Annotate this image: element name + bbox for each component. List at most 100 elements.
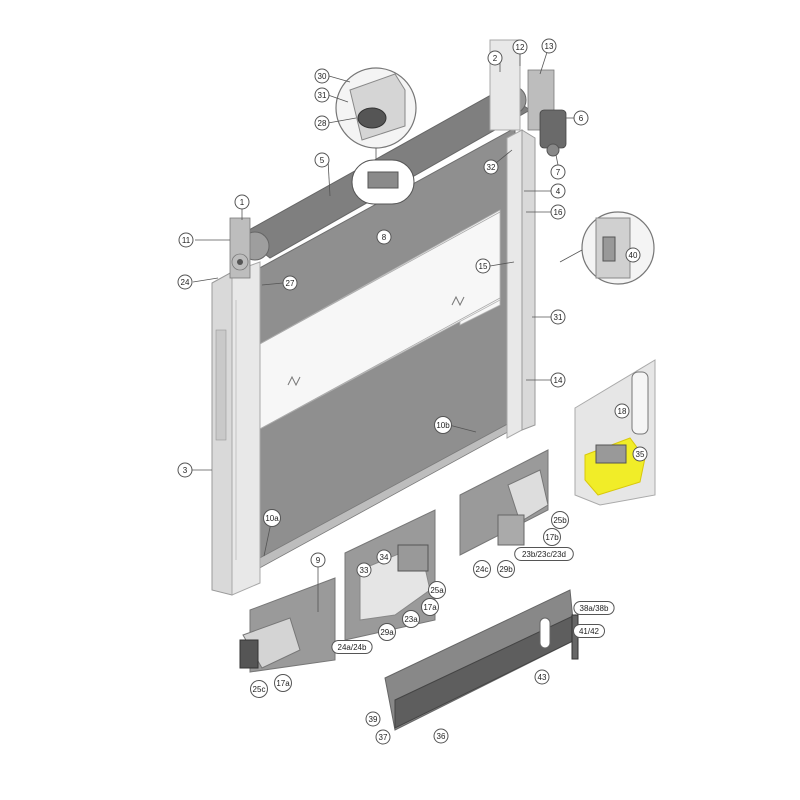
bottom-bar-assembly-mid	[344, 509, 436, 641]
callout-bubble	[314, 152, 330, 168]
callout-c14: 14	[550, 372, 566, 388]
callout-bubble	[573, 601, 615, 615]
callout-text: 1	[240, 198, 245, 207]
callout-c40: 40	[625, 247, 641, 263]
callout-bubble	[573, 110, 589, 126]
callout-text: 38a/38b	[580, 604, 609, 613]
callout-c5: 5	[314, 152, 330, 168]
callout-text: 23a	[404, 615, 418, 624]
callout-c37: 37	[375, 729, 391, 745]
bottom-bar-assembly-right	[459, 449, 549, 556]
callout-bubble	[550, 309, 566, 325]
bottom-seal-assembly	[384, 589, 579, 731]
door-curtain	[255, 127, 516, 571]
callout-c8: 8	[376, 229, 392, 245]
callout-c11: 11	[178, 232, 194, 248]
callout-c36: 36	[433, 728, 449, 744]
callout-c24c: 24c	[473, 560, 491, 578]
callout-bubble	[250, 680, 268, 698]
right-guide-column	[489, 39, 567, 439]
callout-text: 12	[516, 43, 525, 52]
callout-c27: 27	[282, 275, 298, 291]
callout-bubble	[541, 38, 557, 54]
callout-bubble	[550, 164, 566, 180]
callout-c3: 3	[177, 462, 193, 478]
callout-c23b: 23b/23c/23d	[514, 547, 574, 561]
callout-bubble	[428, 581, 446, 599]
callout-bubble	[314, 68, 330, 84]
callout-bubble	[376, 229, 392, 245]
callout-c15: 15	[475, 258, 491, 274]
callout-c4: 4	[550, 183, 566, 199]
callout-text: 29b	[499, 565, 513, 574]
callout-bubble	[274, 674, 292, 692]
callout-bubble	[551, 511, 569, 529]
callout-c43: 43	[534, 669, 550, 685]
bottom-bar-assembly-left	[239, 577, 336, 673]
callout-text: 25a	[430, 586, 444, 595]
callout-c12: 12	[512, 39, 528, 55]
callout-bubble	[632, 446, 648, 462]
callout-text: 7	[556, 168, 561, 177]
callout-text: 43	[538, 673, 547, 682]
callout-c38: 38a/38b	[573, 601, 615, 615]
callout-text: 40	[629, 251, 638, 260]
callout-text: 24c	[476, 565, 489, 574]
callout-text: 9	[316, 556, 321, 565]
callout-bubble	[365, 711, 381, 727]
callout-text: 24	[181, 278, 190, 287]
left-guide-column	[211, 217, 261, 596]
callout-bubble	[376, 549, 392, 565]
callout-bubble	[614, 403, 630, 419]
callout-bubble	[512, 39, 528, 55]
callout-text: 3	[183, 466, 188, 475]
callout-bubble	[550, 183, 566, 199]
profile-detail-circle	[335, 67, 417, 160]
callout-c31top: 31	[314, 87, 330, 103]
callout-bubble	[475, 258, 491, 274]
callout-text: 41/42	[579, 627, 600, 636]
callout-bubble	[487, 50, 503, 66]
callout-c6: 6	[573, 110, 589, 126]
callout-text: 25b	[553, 516, 567, 525]
callout-text: 17a	[423, 603, 437, 612]
callout-c31: 31	[550, 309, 566, 325]
callout-text: 17b	[545, 533, 559, 542]
callout-bubble	[473, 560, 491, 578]
callout-text: 33	[360, 566, 369, 575]
callout-text: 27	[286, 279, 295, 288]
callout-text: 5	[320, 156, 325, 165]
callout-c4142: 41/42	[573, 624, 605, 638]
callout-bubble	[514, 547, 574, 561]
callout-c18: 18	[614, 403, 630, 419]
callout-text: 39	[369, 715, 378, 724]
callout-bubble	[314, 87, 330, 103]
callout-c23a: 23a	[402, 610, 420, 628]
callout-bubble	[375, 729, 391, 745]
callout-text: 23b/23c/23d	[522, 550, 566, 559]
callout-text: 28	[318, 119, 327, 128]
callout-text: 31	[318, 91, 327, 100]
callout-text: 31	[554, 313, 563, 322]
callout-c25c: 25c	[250, 680, 268, 698]
callout-text: 24a/24b	[338, 643, 367, 652]
callout-bubble	[263, 509, 281, 527]
callout-bubble	[310, 552, 326, 568]
switch-detail-circle	[559, 211, 655, 285]
callout-bubble	[433, 728, 449, 744]
callout-c34: 34	[376, 549, 392, 565]
callout-c1: 1	[234, 194, 250, 210]
callout-text: 2	[493, 54, 498, 63]
callout-c17a: 17a	[274, 674, 292, 692]
callout-c25b: 25b	[551, 511, 569, 529]
callout-text: 16	[554, 208, 563, 217]
callout-text: 29a	[380, 628, 394, 637]
callout-text: 14	[554, 376, 563, 385]
callout-bubble	[178, 232, 194, 248]
callout-c24ab: 24a/24b	[331, 640, 373, 654]
callout-text: 30	[318, 72, 327, 81]
callout-bubble	[331, 640, 373, 654]
